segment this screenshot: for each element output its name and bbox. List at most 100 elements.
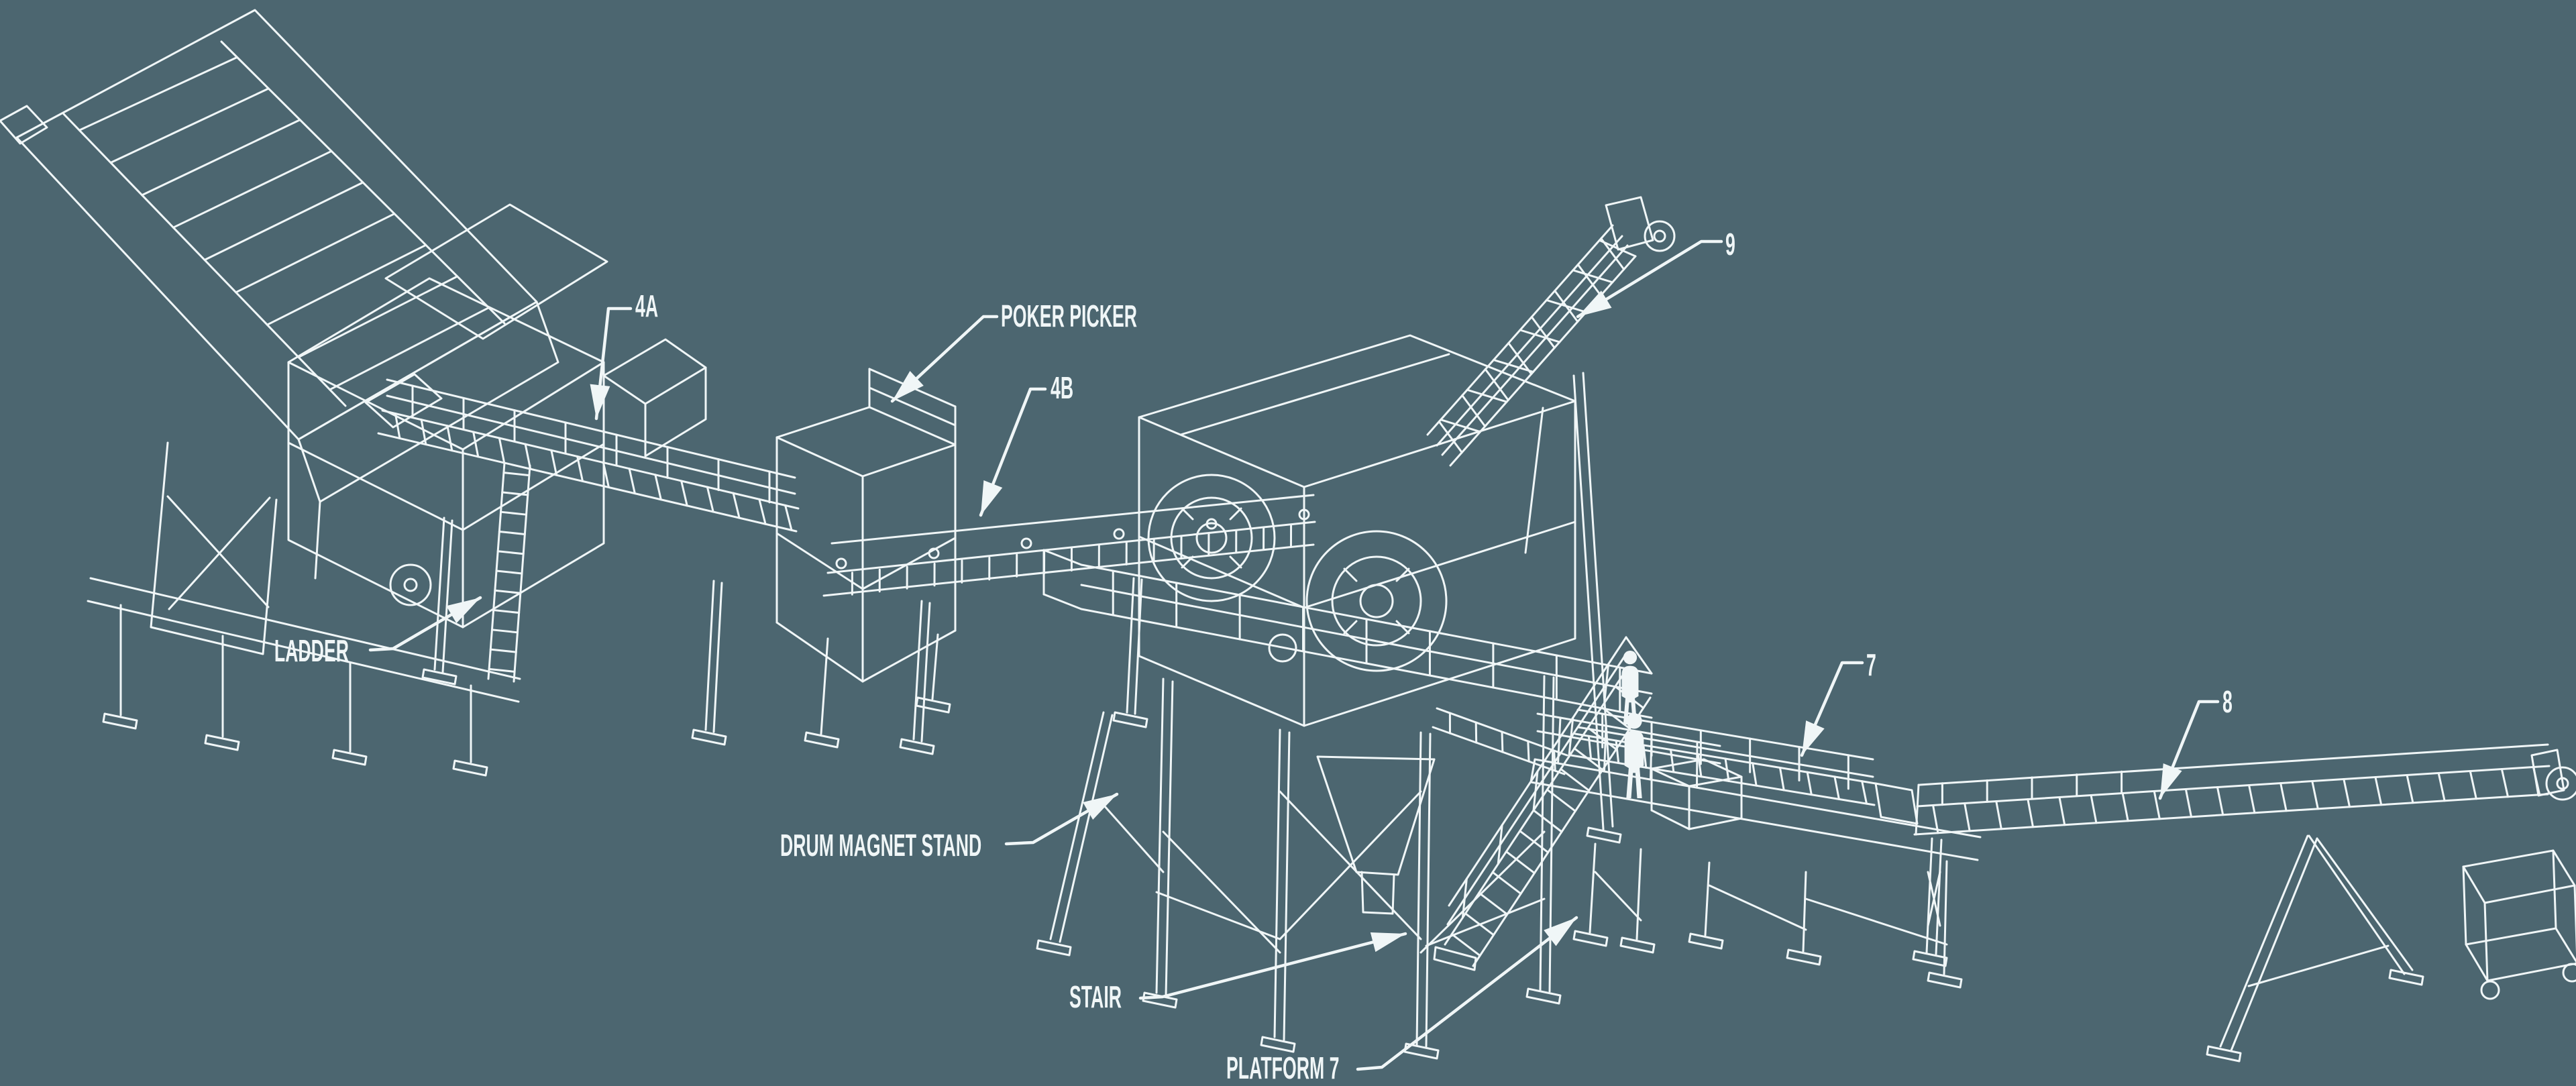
platform-7-and-conveyor-7-line [1708, 884, 1807, 931]
feed-shredder-machine-footpad [102, 712, 138, 730]
leader-arrowhead [892, 371, 924, 401]
poker-picker-station-footpad [915, 696, 951, 714]
conveyor-8-hatch [2090, 794, 2098, 824]
callout-label-text: POKER PICKER [1001, 298, 1137, 333]
poker-picker-station-face [775, 406, 957, 478]
drum-magnet-stand-line [1343, 620, 1358, 635]
platform-7-and-conveyor-7-footpad [1619, 936, 1656, 954]
conveyor-4b-circle [1113, 528, 1125, 540]
feed-shredder-machine-circle [403, 578, 418, 592]
access-ladder-hatch [501, 491, 529, 496]
platform-7-and-conveyor-7-hatch [1696, 741, 1699, 789]
stair [1433, 636, 1653, 971]
feed-shredder-machine-line [89, 577, 521, 680]
conveyor-4b [822, 494, 1316, 755]
platform-7-and-conveyor-7-line [1529, 758, 1536, 783]
conveyor-4b-line [826, 521, 1316, 574]
platform-7-and-conveyor-7-edge [1650, 809, 1743, 830]
stair-hatch [1519, 830, 1550, 854]
drum-magnet-stand-face [1138, 334, 1576, 488]
worker-body [1624, 730, 1644, 798]
conveyor-9-incline-hatch [1530, 316, 1556, 349]
platform-7-and-conveyor-7-line [1805, 898, 1948, 946]
platform-7-and-conveyor-7-hatch [1806, 771, 1813, 796]
conveyor-9-incline-hatch [1484, 368, 1509, 401]
conveyor-4a-hatch [498, 437, 506, 464]
leader-line [1356, 916, 1578, 1071]
conveyor-8-hatch [2121, 792, 2129, 822]
conveyor-9-incline-hatch [1438, 421, 1463, 453]
conveyor-8-line [1916, 765, 2551, 808]
stair-hatch [1491, 871, 1522, 895]
stair-hatch [1532, 770, 1539, 812]
callout-label-text: 4A [635, 288, 658, 323]
feed-shredder-machine-hatch [235, 213, 396, 294]
callout-4b: 4B [979, 370, 1073, 517]
drum-magnet-stand-line [1181, 507, 1194, 521]
access-ladder-hatch [496, 550, 525, 555]
stair-hatch [1603, 663, 1610, 704]
drum-magnet-stand-line [1548, 676, 1555, 993]
conveyor-4b-line [920, 602, 931, 743]
drum-magnet-stand-edge [1303, 400, 1576, 727]
leader-line [368, 596, 482, 652]
callout-label: STAIR [1069, 979, 1122, 1014]
conveyor-4a-line [433, 517, 445, 671]
conveyor-4a-line [377, 432, 798, 533]
feed-shredder-machine-hatch [297, 275, 459, 358]
conveyor-8-hatch [2406, 774, 2414, 804]
drum-magnet-stand-line [1042, 549, 1083, 566]
callout-label-text: PLATFORM 7 [1226, 1050, 1339, 1085]
platform-7-and-conveyor-7-line [1536, 712, 1721, 747]
drum-magnet-stand-line [1419, 830, 1546, 954]
platform-7-and-conveyor-7-footpad [1786, 948, 1822, 966]
conveyor-8-footpad [2206, 1045, 2242, 1063]
conveyor-8-circle [2545, 766, 2576, 801]
conveyor-9-incline-hatch [1572, 269, 1614, 284]
poker-picker-station-line [775, 532, 864, 590]
conveyor-8-hatch [2248, 784, 2256, 814]
stair-hatch [1601, 706, 1631, 730]
platform-7-and-conveyor-7-footpad [1688, 932, 1724, 950]
callout-label-text: DRUM MAGNET STAND [780, 828, 981, 862]
platform-7-and-conveyor-7-line [1529, 781, 1979, 861]
callout-label-text: 4B [1051, 370, 1073, 404]
conveyor-9-incline-line [1436, 235, 1623, 447]
conveyor-9-incline-circle [1653, 229, 1666, 243]
drum-magnet-stand-line [1303, 521, 1576, 609]
conveyor-4a-hatch [758, 498, 767, 525]
feed-shredder-machine-line [166, 495, 270, 608]
conveyor-4a-hatch [628, 468, 636, 495]
conveyor-4a-line [441, 519, 453, 673]
feed-shredder-machine-edge [287, 361, 464, 629]
callout-drum-magnet-stand: DRUM MAGNET STAND [780, 792, 1119, 863]
stair-hatch [1546, 788, 1576, 812]
poker-picker-station-line [931, 633, 939, 700]
drum-magnet-stand-line [1059, 714, 1114, 943]
leader-arrowhead [1544, 918, 1576, 946]
conveyor-9-incline-line [1441, 244, 1629, 456]
conveyor-4b-circle [928, 547, 940, 559]
conveyor-8-face [2530, 749, 2565, 797]
conveyor-8-line [2247, 944, 2390, 987]
leader-arrowhead [446, 598, 480, 624]
leader-arrowhead [1578, 290, 1612, 317]
drum-magnet-stand-line [1425, 898, 1546, 947]
conveyor-9-incline-hatch [1545, 298, 1587, 313]
conveyor-4a-line [712, 582, 723, 733]
drum-magnet-stand-line [1229, 555, 1242, 569]
conveyor-9-incline-hatch [1461, 394, 1487, 427]
feed-shredder-machine-line [462, 443, 605, 531]
conveyor-4a-footpad [691, 728, 727, 746]
conveyor-9-incline [1426, 196, 1676, 844]
drum-magnet-stand-line [1343, 567, 1358, 582]
drum-magnet-stand-line [1162, 830, 1281, 954]
drum-magnet-stand-circle [1147, 474, 1276, 602]
platform-7-and-conveyor-7-hatch [1833, 775, 1840, 800]
leader-line [1576, 239, 1723, 319]
access-ladder [487, 461, 531, 683]
conveyor-8-hatch [2437, 772, 2446, 802]
conveyor-8-line [2573, 884, 2576, 954]
poker-picker-station-line [820, 637, 829, 735]
